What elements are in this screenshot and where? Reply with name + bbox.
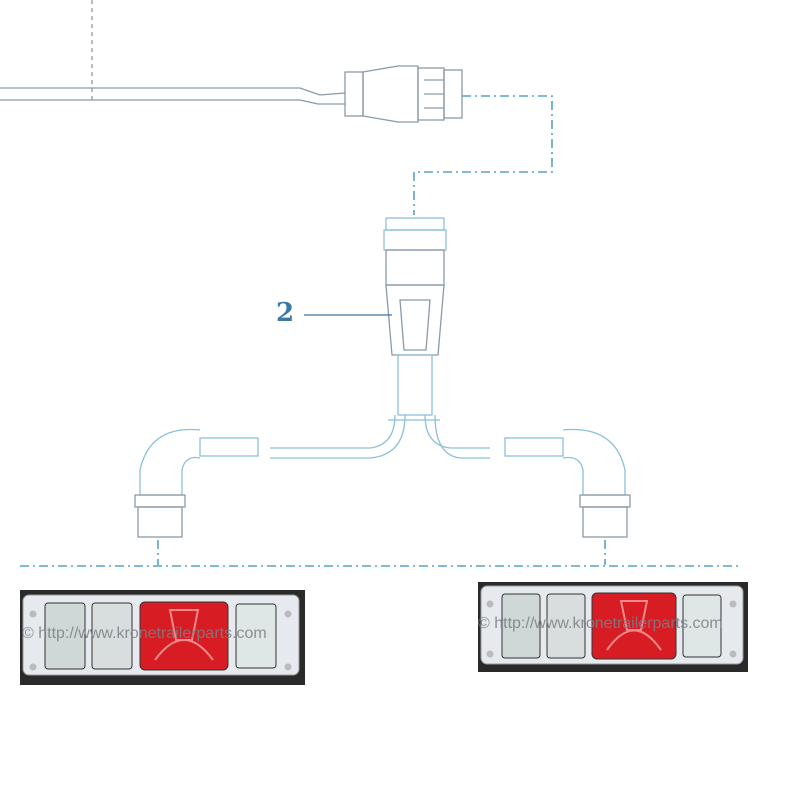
watermark-left: © http://www.kronetrailerparts.com — [22, 625, 267, 642]
callout-2: 2 — [276, 298, 295, 328]
main-connector — [344, 65, 463, 123]
main-cable — [0, 0, 346, 105]
watermark-right: © http://www.kronetrailerparts.com — [478, 615, 723, 632]
tail-light-left — [20, 590, 305, 685]
tail-light-right — [478, 582, 748, 672]
connection-line — [413, 95, 553, 215]
y-harness — [20, 217, 740, 567]
